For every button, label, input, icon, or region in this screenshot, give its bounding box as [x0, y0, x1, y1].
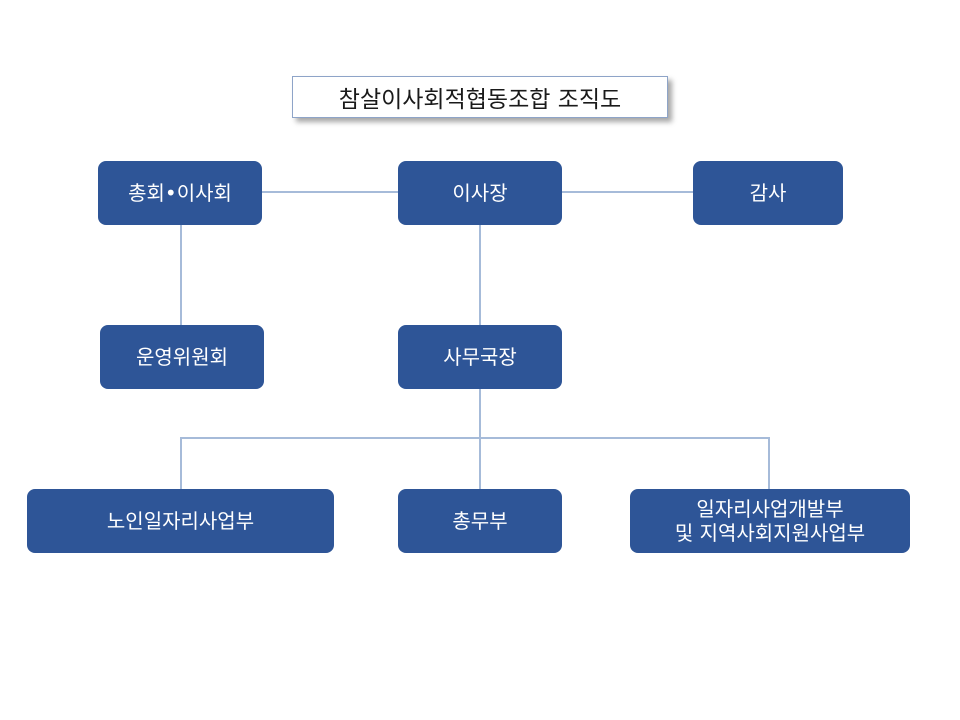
node-label: 사무국장 — [443, 345, 517, 369]
node-label-line1: 일자리사업개발부 — [696, 497, 844, 521]
connector-board-committee — [180, 225, 182, 325]
node-label: 이사장 — [452, 181, 508, 205]
node-chairman: 이사장 — [398, 161, 562, 225]
node-senior-jobs: 노인일자리사업부 — [27, 489, 334, 553]
connector-secretary-down — [479, 389, 481, 489]
node-job-development: 일자리사업개발부 및 지역사회지원사업부 — [630, 489, 910, 553]
node-general-affairs: 총무부 — [398, 489, 562, 553]
node-label: 운영위원회 — [136, 345, 228, 369]
connector-board-chairman — [262, 191, 398, 193]
chart-title: 참살이사회적협동조합 조직도 — [292, 76, 668, 118]
node-label: 총회•이사회 — [128, 181, 232, 205]
node-general-board: 총회•이사회 — [98, 161, 262, 225]
node-label: 총무부 — [452, 509, 508, 533]
node-label: 노인일자리사업부 — [106, 509, 255, 533]
connector-branch-jobdev — [768, 437, 770, 489]
node-label-line2: 및 지역사회지원사업부 — [674, 521, 866, 545]
node-steering-committee: 운영위원회 — [100, 325, 264, 389]
connector-branch-senior — [180, 437, 182, 489]
node-label: 감사 — [749, 181, 787, 205]
connector-horizontal-branch — [180, 437, 770, 439]
node-secretary-general: 사무국장 — [398, 325, 562, 389]
node-auditor: 감사 — [693, 161, 843, 225]
connector-chairman-secretary — [479, 225, 481, 325]
connector-chairman-auditor — [562, 191, 693, 193]
